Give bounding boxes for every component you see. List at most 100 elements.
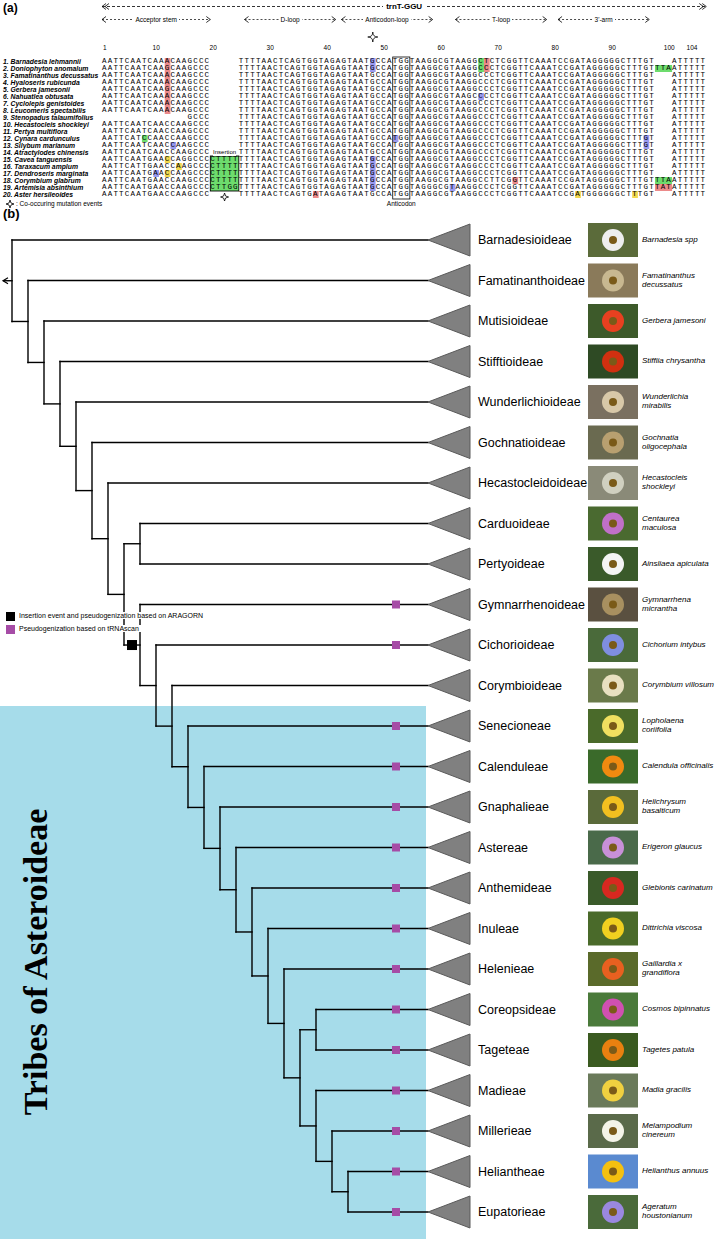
- clade-triangle: [428, 670, 470, 702]
- insertion-marker: [127, 640, 137, 650]
- tree-branch: [140, 563, 428, 564]
- flower-center: [609, 601, 617, 609]
- clade-triangle: [428, 832, 470, 864]
- tree-branch: [252, 887, 428, 888]
- tree-branch: [316, 1161, 332, 1162]
- arrow-chevron: [332, 17, 336, 23]
- sequence-row: AATTCAATCAAACAAGCCC TTTTAACTCAGTGGTAGAGT…: [102, 93, 706, 100]
- legend-text: Insertion event and pseudogenization bas…: [17, 612, 205, 619]
- tree-branch: [220, 889, 236, 890]
- clade-triangle: [428, 751, 470, 783]
- clade-triangle: [428, 1075, 470, 1107]
- species-name: Ageratum houstonianum: [642, 1203, 714, 1221]
- clade-triangle: [428, 1156, 470, 1188]
- flower-shape: [602, 634, 624, 656]
- species-name: Famatinanthus decussatus: [642, 272, 714, 290]
- flower-center: [609, 884, 617, 892]
- species-label: 13. Silybum marianum: [3, 142, 75, 149]
- flower-shape: [602, 1039, 624, 1061]
- species-label: 6. Nahuatlea obtusata: [3, 93, 73, 100]
- clade-triangle: [428, 427, 470, 459]
- species-name: Cichorium intybus: [642, 641, 714, 650]
- flower-shape: [602, 918, 624, 940]
- tree-branch: [300, 1029, 316, 1030]
- flower-center: [609, 479, 617, 487]
- flower-center: [609, 763, 617, 771]
- clade-label: Famatinanthoideae: [478, 274, 585, 288]
- tree-branch: [140, 523, 428, 524]
- tree-branch: [268, 1023, 284, 1024]
- arrow-chevron: [543, 17, 547, 23]
- clade-label: Barnadesioideae: [478, 233, 572, 247]
- pseudogene-marker: [392, 1087, 400, 1095]
- flower-shape: [602, 1080, 624, 1102]
- band-title: Tribes of Asteroideae: [17, 808, 55, 1115]
- clade-triangle: [428, 467, 470, 499]
- gene-title: trnT-GGU: [383, 2, 425, 11]
- clade-label: Millerieae: [478, 1124, 532, 1138]
- column-number: 104: [687, 44, 698, 51]
- species-name: Centaurea maculosa: [642, 515, 714, 533]
- flower-shape: [602, 1201, 624, 1223]
- tree-branch: [124, 543, 140, 544]
- tree-branch: [348, 1211, 428, 1212]
- species-name: Wunderlichia mirabilis: [642, 393, 714, 411]
- sequence-row: AATTCAATCAAACAAGCCC TTTTAACTCAGTGGTAGAGT…: [102, 107, 706, 114]
- tree-branch: [268, 928, 428, 929]
- sequence-row: AATTCATTGAACCAAGCCCCTTTTTTTTAACTCAGTGGTA…: [102, 163, 706, 170]
- clade-triangle: [428, 953, 470, 985]
- clade-label: Tageteae: [478, 1043, 529, 1057]
- species-name: Gerbera jamesoni: [642, 317, 714, 326]
- species-photo: [588, 831, 638, 865]
- sequence-row: AATTCAATCAACCAAGCCC TTTTAACTCAGTGGTAGAGT…: [102, 121, 706, 128]
- pseudogene-marker: [392, 803, 400, 811]
- column-number: 100: [664, 44, 675, 51]
- species-label: 3. Famatinanthus decussatus: [3, 72, 98, 79]
- flower-shape: [602, 472, 624, 494]
- sequence-row: AATTCAATCAAACAAGCCC TTTTAACTCAGTGGTAGAGT…: [102, 79, 706, 86]
- species-label: 15. Cavea tanguensis: [3, 156, 72, 163]
- column-number: 90: [609, 44, 616, 51]
- sequence-row: AATTCAATCAAACAAGCCC TTTTAACTCAGTGGTAGAGT…: [102, 58, 706, 65]
- tree-branch: [204, 848, 220, 849]
- tree-branch: [12, 321, 28, 322]
- flower-shape: [602, 1161, 624, 1183]
- flower-center: [609, 844, 617, 852]
- flower-center: [609, 277, 617, 285]
- sequence-row: AATTCAATGAACCAAGCCC TTTTAACTCAGTGATAGAGT…: [102, 191, 706, 198]
- tree-branch: [236, 931, 252, 932]
- tree-branch: [140, 685, 156, 686]
- column-number: 80: [552, 44, 559, 51]
- flower-center: [609, 317, 617, 325]
- flower-center: [609, 722, 617, 730]
- sequence-row: AATTCAATGAACCAAGCCCCTTGGTTTTAACTCAGTGGTA…: [102, 184, 706, 191]
- species-name: Helianthus annuus: [642, 1167, 714, 1176]
- tree-branch: [28, 280, 428, 281]
- region-label: Acceptor stem: [133, 16, 179, 23]
- clade-label: Gymnarrhenoideae: [478, 598, 585, 612]
- pseudogene-marker: [392, 1208, 400, 1216]
- clade-label: Gnaphalieae: [478, 800, 549, 814]
- arrow-chevron: [455, 17, 459, 23]
- clade-triangle: [428, 589, 470, 621]
- column-number: 40: [324, 44, 331, 51]
- species-name: Madia gracilis: [642, 1086, 714, 1095]
- tree-branch: [316, 1009, 428, 1010]
- species-name: Corymbium villosum: [642, 681, 714, 690]
- species-photo: [588, 1155, 638, 1189]
- flower-center: [609, 1046, 617, 1054]
- note-label: : Co-occuring mutation events: [16, 200, 102, 207]
- pseudogene-marker: [392, 925, 400, 933]
- region-label: T-loop: [490, 16, 512, 23]
- clade-triangle: [428, 224, 470, 256]
- pseudogene-marker: [392, 844, 400, 852]
- tree-branch: [60, 361, 428, 362]
- clade-label: Gochnatioideae: [478, 436, 566, 450]
- column-number: 30: [267, 44, 274, 51]
- tree-branch: [92, 442, 428, 443]
- tree-branch: [44, 403, 60, 404]
- sequence-row: GCCC TTTTAACTCAGTGGTAGAGTAATGCCATGGTAAGG…: [102, 114, 706, 121]
- flower-shape: [602, 675, 624, 697]
- tree-branch: [28, 362, 44, 363]
- clade-triangle: [428, 913, 470, 945]
